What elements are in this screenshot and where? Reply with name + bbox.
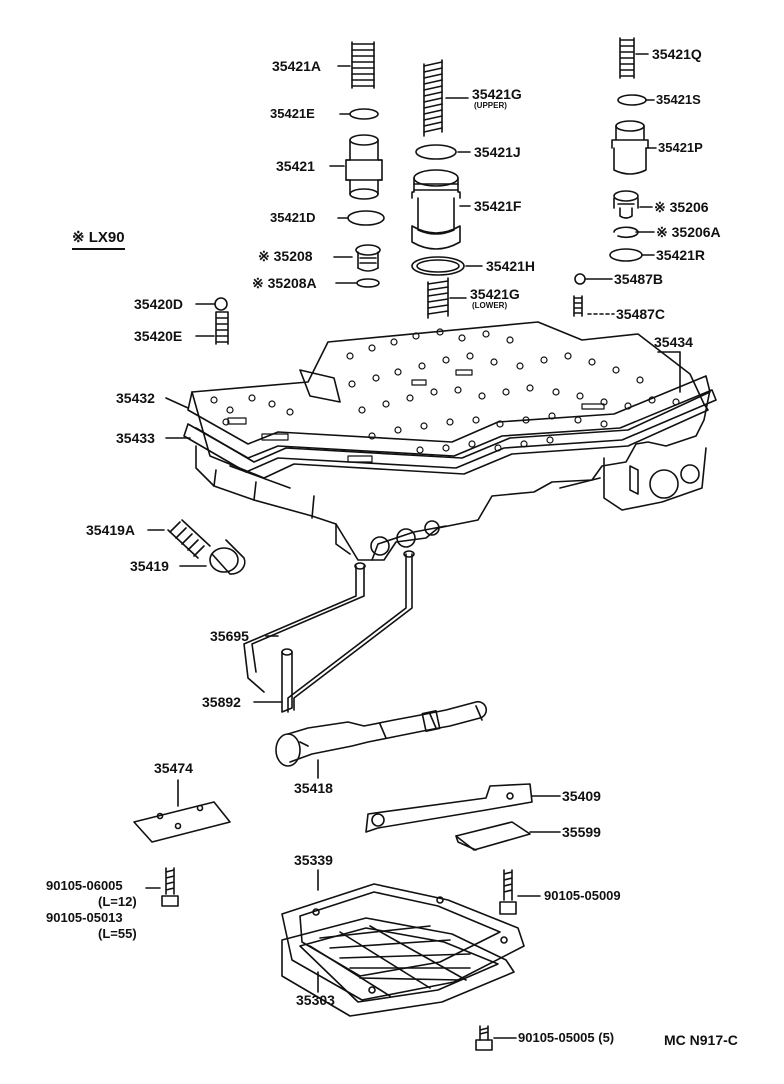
tube-35892 xyxy=(281,550,415,713)
label-35206A: ※ 35206A xyxy=(656,224,721,240)
label-35303: 35303 xyxy=(296,992,335,1008)
bolt-90105-05009 xyxy=(499,869,517,915)
sleeve-35421F xyxy=(411,169,461,250)
label-35420E: 35420E xyxy=(134,328,183,344)
ball-35420D xyxy=(214,297,228,311)
label-35409: 35409 xyxy=(562,788,601,804)
label-90105-06005: 90105-06005 xyxy=(46,878,123,893)
plate-35599 xyxy=(455,821,531,851)
label-90105-05013: 90105-05013 xyxy=(46,910,123,925)
oring-35421R xyxy=(609,248,643,262)
bolt-90105-06005 xyxy=(161,867,179,907)
tube-35695 xyxy=(243,562,366,693)
label-35418: 35418 xyxy=(294,780,333,796)
label-35474: 35474 xyxy=(154,760,193,776)
sleeve-35421P xyxy=(611,120,649,175)
spring-35487C xyxy=(573,295,583,317)
label-35421G-upper-note: (UPPER) xyxy=(474,101,507,110)
oring-35421J xyxy=(415,144,457,160)
plate-holes xyxy=(210,328,680,463)
label-35421F: 35421F xyxy=(474,198,522,214)
label-35421S: 35421S xyxy=(656,92,701,107)
strainer-35303 xyxy=(281,917,515,1017)
lx90-note: ※ LX90 xyxy=(72,230,125,250)
oring-35421S xyxy=(617,94,647,106)
label-35339: 35339 xyxy=(294,852,333,868)
plate-35474 xyxy=(133,801,231,843)
spring-35420E xyxy=(215,311,229,345)
label-35421H: 35421H xyxy=(486,258,536,274)
label-35599: 35599 xyxy=(562,824,601,840)
diagram-code: MC N917-C xyxy=(664,1032,738,1048)
label-35695: 35695 xyxy=(210,628,249,644)
ball-35487B xyxy=(574,273,586,285)
label-35421R: 35421R xyxy=(656,247,706,263)
label-35421P: 35421P xyxy=(658,140,703,155)
label-35208A: ※ 35208A xyxy=(252,275,317,291)
plate-35409 xyxy=(365,783,533,833)
plug-35419 xyxy=(209,539,246,575)
label-35421Q: 35421Q xyxy=(652,46,702,62)
sleeve-35421 xyxy=(345,134,383,200)
plug-35208 xyxy=(355,244,381,272)
ring-35206A xyxy=(613,226,639,239)
spring-35421A xyxy=(351,41,375,89)
gasket-35339 xyxy=(281,883,525,1001)
label-35421E: 35421E xyxy=(270,106,315,121)
valve-body-casting xyxy=(195,389,711,561)
label-35487B: 35487B xyxy=(614,271,664,287)
bolt-90105-05005 xyxy=(475,1025,493,1051)
label-35421G-lower-note: (LOWER) xyxy=(472,301,508,310)
spring-35421Q xyxy=(619,37,635,79)
label-35421: 35421 xyxy=(276,158,315,174)
spring-35421G-upper xyxy=(423,59,443,137)
oring-35421D xyxy=(347,210,385,226)
label-35432: 35432 xyxy=(116,390,155,406)
label-35206: ※ 35206 xyxy=(654,199,709,215)
plug-35206 xyxy=(613,190,639,219)
label-35433: 35433 xyxy=(116,430,155,446)
label-35208: ※ 35208 xyxy=(258,248,313,264)
label-35421G-upper: 35421G xyxy=(472,86,522,102)
label-35420D: 35420D xyxy=(134,296,184,312)
spring-35421G-lower xyxy=(427,277,449,319)
valve-35418 xyxy=(275,700,488,767)
label-35421G-lower: 35421G xyxy=(470,286,520,302)
plate-35432 xyxy=(187,375,711,463)
label-35419A: 35419A xyxy=(86,522,136,538)
label-35419: 35419 xyxy=(130,558,169,574)
label-35434: 35434 xyxy=(654,334,693,350)
label-90105-05009: 90105-05009 xyxy=(544,888,621,903)
label-90105-05013-length: (L=55) xyxy=(98,926,137,941)
label-35892: 35892 xyxy=(202,694,241,710)
label-35487C: 35487C xyxy=(616,306,666,322)
ring-35208A xyxy=(356,278,380,288)
label-90105-05005: 90105-05005 (5) xyxy=(518,1030,615,1045)
oring-35421E xyxy=(349,108,379,120)
oring-35421H xyxy=(411,256,465,276)
gasket-35433 xyxy=(183,389,717,473)
label-90105-06005-length: (L=12) xyxy=(98,894,137,909)
label-35421J: 35421J xyxy=(474,144,521,160)
spring-35419A xyxy=(167,519,211,559)
label-35421D: 35421D xyxy=(270,210,316,225)
label-35421A: 35421A xyxy=(272,58,322,74)
